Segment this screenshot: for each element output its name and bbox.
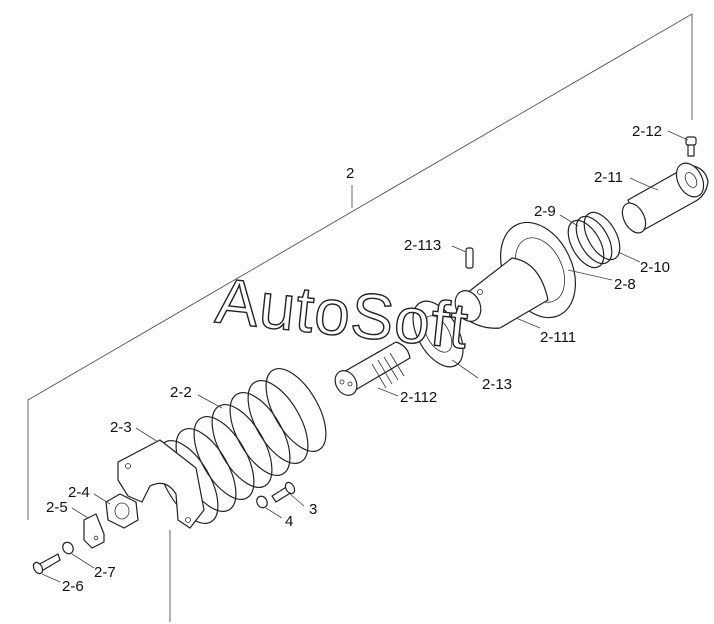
callout-2-3: 2-3 <box>110 419 132 436</box>
callout-2-8: 2-8 <box>614 276 636 293</box>
lock-plate-part <box>71 507 105 549</box>
coil-spring-part <box>157 368 327 524</box>
callout-2-113: 2-113 <box>404 237 441 254</box>
callout-3: 3 <box>309 501 317 518</box>
bolt-washer-right-part <box>256 481 305 519</box>
callout-2-6: 2-6 <box>62 578 84 595</box>
callout-2-111: 2-111 <box>540 329 576 346</box>
callout-2-7: 2-7 <box>94 564 116 581</box>
flanged-body-part <box>454 221 613 329</box>
callout-2-9: 2-9 <box>534 203 556 220</box>
callout-4: 4 <box>285 513 293 530</box>
o-rings-part <box>559 211 641 269</box>
callout-2-10: 2-10 <box>640 259 670 276</box>
watermark-text: AutoSoft <box>213 264 473 362</box>
bolt-washer-left-part <box>32 541 95 583</box>
callout-2: 2 <box>346 165 354 182</box>
callout-2-4: 2-4 <box>68 484 90 501</box>
callout-2-112: 2-112 <box>400 389 437 406</box>
assembly-frame <box>27 13 693 622</box>
callout-2-2: 2-2 <box>170 384 192 401</box>
callout-2-5: 2-5 <box>46 499 68 516</box>
threaded-rod-part <box>334 341 411 397</box>
cylinder-part <box>621 162 709 234</box>
pin-part <box>451 245 474 269</box>
yoke-bracket-part <box>117 427 205 529</box>
ring-disc-part <box>412 300 479 379</box>
callout-2-11: 2-11 <box>594 169 623 186</box>
grease-nipple-part <box>667 130 697 157</box>
hex-nut-part <box>93 493 139 529</box>
callout-2-13: 2-13 <box>482 376 512 393</box>
callout-2-12: 2-12 <box>632 123 662 140</box>
